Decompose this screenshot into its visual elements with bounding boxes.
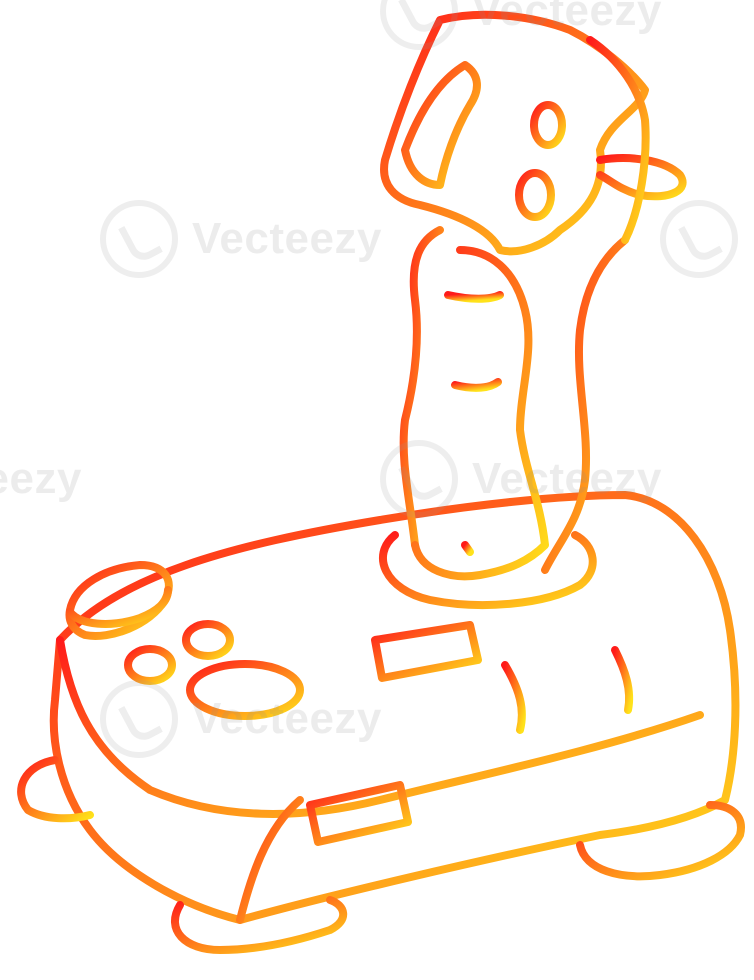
base-small-button-2 [182,620,234,660]
stick-shaft-right [541,236,629,574]
front-left-foot [171,896,348,954]
grip-head [380,10,649,256]
grip-button-bottom [515,169,555,221]
base-side-edge [56,636,704,818]
front-right-foot [576,801,745,881]
grip-button-top [530,101,566,149]
stick-shaft-left [399,226,444,549]
shaft-ridge-1 [444,291,504,303]
left-foot [17,756,94,823]
base-large-button [186,660,304,720]
stick-shaft-front [411,246,549,581]
base-slot-top [371,621,482,682]
grip-inner-panel [401,61,481,189]
shaft-ridge-3 [461,541,474,556]
shaft-ridge-2 [451,378,502,392]
grip-side [586,36,650,244]
base-small-button-1 [124,645,176,685]
base-top-outline [49,491,740,924]
base-slot-front [306,781,412,846]
base-mark-2 [611,646,634,714]
base-round-button-rim [66,586,172,628]
stick-collar [379,531,597,609]
base-front-edge [236,796,304,924]
base-mark-1 [501,661,526,734]
